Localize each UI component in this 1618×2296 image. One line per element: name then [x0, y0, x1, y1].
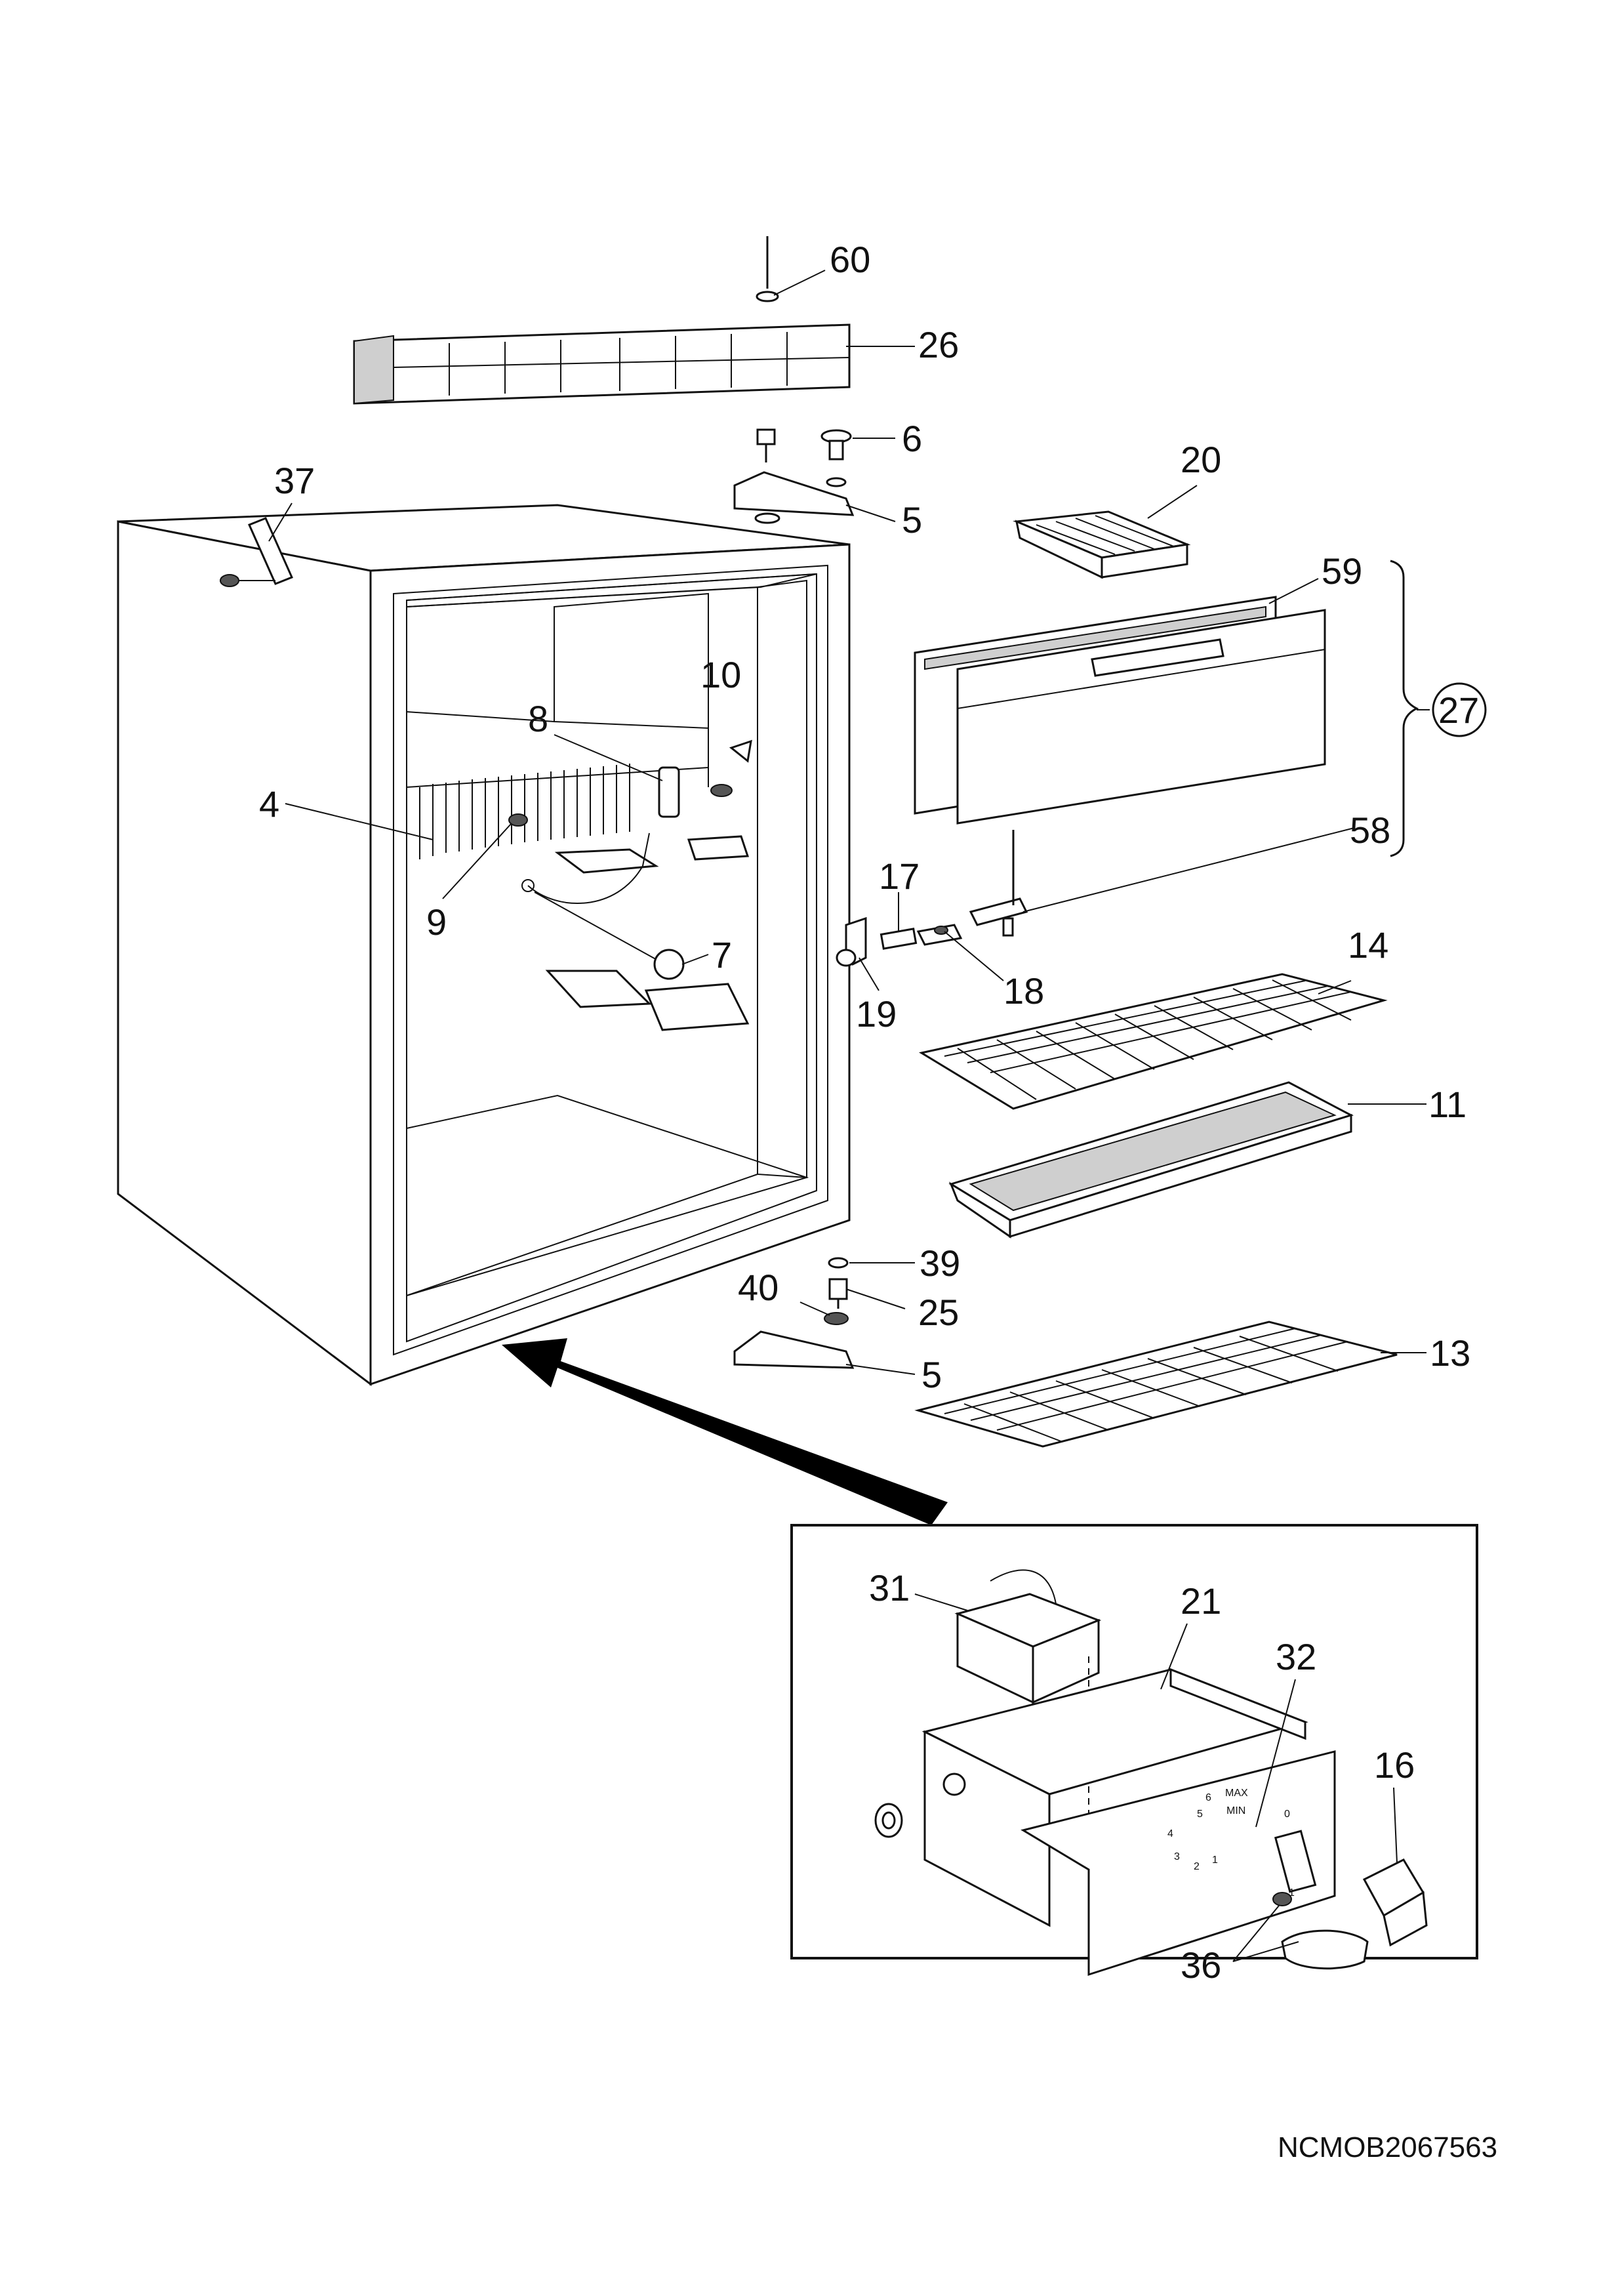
ice-tray [1013, 510, 1191, 579]
callout-26: 26 [918, 324, 959, 365]
callout-7: 7 [712, 934, 732, 975]
callout-19: 19 [856, 993, 897, 1035]
callout-14: 14 [1348, 924, 1388, 966]
callout-27: 27 [1438, 689, 1479, 731]
callout-5-lower: 5 [921, 1354, 942, 1395]
screw-6a [756, 428, 776, 462]
switch-label-on: 1 [1289, 1887, 1295, 1898]
handle-37 [220, 517, 294, 587]
callouts: 60 26 6 37 5 20 59 10 8 27 4 58 9 17 7 1… [259, 239, 1479, 1986]
callout-5-upper: 5 [902, 499, 922, 541]
door-parts-right [836, 897, 1028, 967]
callout-40: 40 [738, 1267, 779, 1308]
callout-27-circle [1432, 682, 1487, 737]
dial-digit: 5 [1197, 1809, 1203, 1820]
cabinet [117, 504, 851, 1387]
callout-59: 59 [1322, 550, 1362, 592]
dial-digit: 2 [1194, 1861, 1200, 1872]
callout-60: 60 [830, 239, 870, 280]
switch-label-off: 0 [1284, 1809, 1290, 1820]
screw-60 [756, 236, 779, 302]
callout-4: 4 [259, 783, 279, 825]
dial-markings: MAX MIN 6 5 4 3 2 1 0 1 [1167, 1788, 1295, 1898]
callout-6: 6 [902, 418, 922, 459]
leader-lines [268, 270, 1426, 1962]
screw-6b [820, 429, 852, 461]
wire-shelf-13 [914, 1321, 1398, 1448]
callout-58: 58 [1350, 810, 1390, 851]
callout-21: 21 [1181, 1580, 1221, 1622]
lower-hinge [733, 1257, 855, 1369]
freezer-door [914, 596, 1326, 825]
callout-16: 16 [1374, 1744, 1415, 1786]
callout-39: 39 [920, 1242, 960, 1284]
callout-25: 25 [918, 1292, 959, 1333]
dial-digit: 6 [1205, 1792, 1211, 1803]
callout-18: 18 [1003, 970, 1044, 1012]
callout-37: 37 [274, 460, 315, 501]
callout-13: 13 [1430, 1332, 1470, 1374]
bracket-27 [1390, 560, 1487, 857]
callout-8: 8 [528, 698, 548, 739]
callout-32: 32 [1276, 1636, 1316, 1677]
dial-digit: 3 [1174, 1851, 1180, 1862]
upper-hinge [733, 471, 855, 524]
dial-max-label: MAX [1225, 1788, 1248, 1799]
callout-36: 36 [1181, 1944, 1221, 1986]
dial-min-label: MIN [1226, 1805, 1245, 1816]
detail-panel-parts [874, 1569, 1428, 1977]
drawing-code: NCMOB2067563 [1278, 2131, 1497, 2163]
wire-shelf-14 [919, 973, 1388, 1110]
callout-31: 31 [869, 1567, 910, 1609]
top-vent-grille [353, 323, 851, 405]
callout-10: 10 [700, 654, 741, 695]
callout-20: 20 [1181, 439, 1221, 480]
callout-17: 17 [879, 855, 920, 897]
detail-arrow [502, 1338, 948, 1525]
dial-digit: 1 [1212, 1855, 1218, 1866]
dial-digit: 4 [1167, 1828, 1173, 1839]
callout-9: 9 [426, 901, 447, 943]
drip-tray-11 [948, 1081, 1354, 1239]
callout-11: 11 [1428, 1084, 1466, 1125]
